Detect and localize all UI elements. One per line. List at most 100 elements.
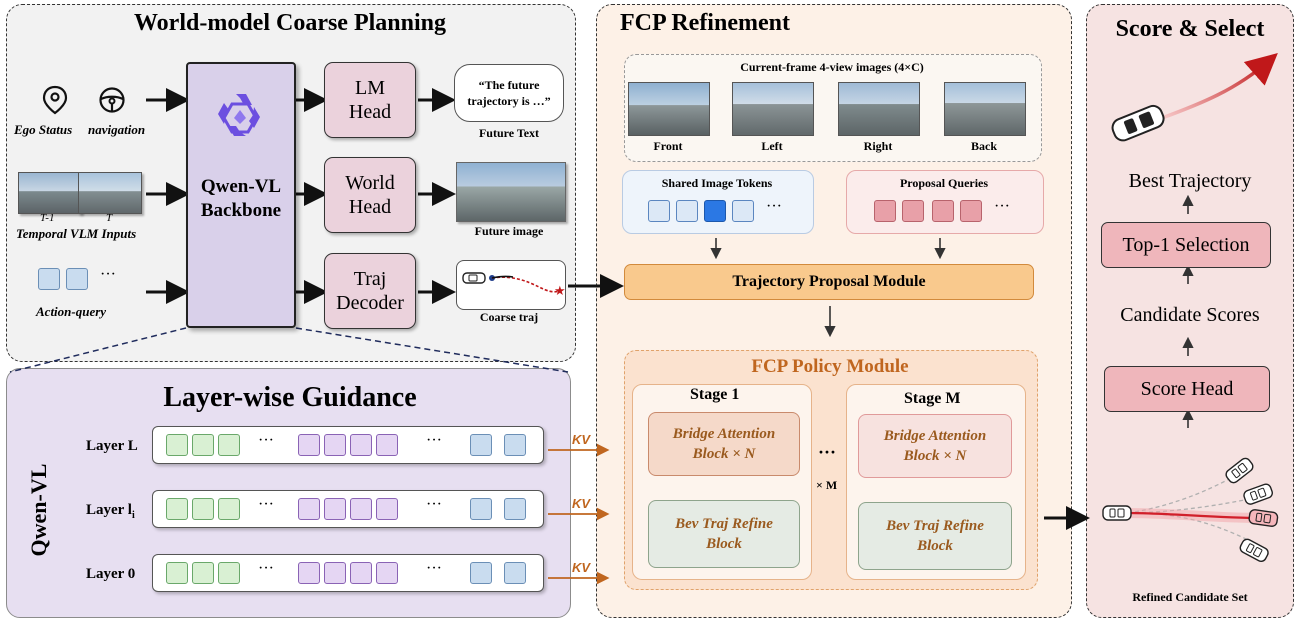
qwen-logo-icon [216,92,264,143]
layer-token [192,498,214,520]
best-trajectory-label: Best Trajectory [1128,170,1252,192]
layer-token [218,498,240,520]
proposal-query-token [874,200,896,222]
layer-token [470,498,492,520]
layer-token [192,562,214,584]
bev-line2: Block [706,536,742,552]
view-front-label: Front [653,139,683,153]
future-text-quote-1: “The future [478,78,540,92]
coarse-planning-title: World-model Coarse Planning [133,10,446,36]
proposal-query-token [902,200,924,222]
refined-candidate-set-label: Refined Candidate Set [1132,590,1248,604]
fcp-refinement-title: FCP Refinement [620,10,790,36]
view-back-label: Back [970,139,997,153]
stage-m-bev-refine: Bev Traj Refine Block [858,502,1012,570]
future-image-label: Future image [474,224,544,238]
view-left-image [732,82,814,136]
lm-head-line1: LM [355,77,385,99]
layer-token [166,562,188,584]
view-front-image [628,82,710,136]
layer-token [324,498,346,520]
layer-0-label: Layer 0 [86,566,136,582]
action-query-label: Action-query [36,304,107,319]
car-icon [1102,505,1132,526]
future-text-quote-2: trajectory is …” [467,94,551,108]
car-icon [1247,508,1280,533]
world-head: World Head [324,157,416,233]
kv-label: KV [572,432,591,447]
car-icon [1108,101,1170,150]
bev-line1: Bev Traj Refine [886,518,984,534]
temporal-t-label: T [106,212,113,224]
layer-dots: ··· [426,560,442,577]
temporal-t1-label: T-1 [40,212,55,224]
proposal-queries-label: Proposal Queries [899,176,989,190]
temporal-frame-t [78,172,142,214]
layer-dots: ··· [426,432,442,449]
layer-token [298,434,320,456]
proposal-query-token [932,200,954,222]
image-tokens-dots: ··· [766,198,782,215]
car-icon [1223,455,1260,490]
layer-token [350,434,372,456]
stage-1-bridge-attention: Bridge Attention Block × N [648,412,800,476]
layer-token [166,434,188,456]
backbone-title-1: Qwen-VL [200,176,282,197]
car-icon [1235,536,1271,569]
layer-li-label: Layer li [86,502,135,521]
view-back-image [944,82,1026,136]
layer-token [192,434,214,456]
bridge-line1: Bridge Attention [883,428,987,444]
temporal-frame-t1 [18,172,82,214]
layer-token [350,498,372,520]
coarse-traj-box: ★ [456,260,566,310]
layer-dots: ··· [258,496,274,513]
layer-dots: ··· [258,432,274,449]
layer-dots: ··· [426,496,442,513]
layer-token [324,434,346,456]
image-token [648,200,670,222]
layer-token [376,498,398,520]
backbone-title-2: Backbone [200,200,282,221]
car-icon [1241,482,1276,512]
view-right-label: Right [863,139,893,153]
layer-token [218,434,240,456]
layer-token [166,498,188,520]
view-right-image [838,82,920,136]
action-query-dots: ··· [100,266,116,283]
lm-head-line2: Head [348,101,392,123]
layer-l-row [152,426,544,464]
layer-token [470,434,492,456]
future-text-bubble: “The future trajectory is …” [454,64,564,122]
stage-1-label: Stage 1 [690,386,740,403]
shared-image-tokens-label: Shared Image Tokens [661,176,773,190]
traj-decoder: Traj Decoder [324,253,416,329]
times-m-label: × M [816,478,838,492]
action-query-token [38,268,60,290]
action-query-token [66,268,88,290]
navigation-label: navigation [88,122,146,137]
view-left-label: Left [761,139,783,153]
proposal-queries-dots: ··· [994,198,1010,215]
traj-decoder-line2: Decoder [336,292,404,314]
future-text-label: Future Text [478,126,540,140]
layer-token [298,562,320,584]
lm-head: LM Head [324,62,416,138]
layer-token [298,498,320,520]
layer-token [324,562,346,584]
bridge-line2: Block × N [903,448,967,464]
layer-l-label: Layer L [86,438,138,454]
kv-label: KV [572,496,591,511]
layer-token [504,434,526,456]
layer-token [350,562,372,584]
layer-token [504,498,526,520]
layer-dots: ··· [258,560,274,577]
score-select-title: Score & Select [1115,16,1265,42]
kv-label: KV [572,560,591,575]
bridge-line1: Bridge Attention [672,426,776,442]
layer-token [218,562,240,584]
four-view-title: Current-frame 4-view images (4×C) [740,60,924,74]
future-image [456,162,566,222]
bev-line2: Block [917,538,953,554]
